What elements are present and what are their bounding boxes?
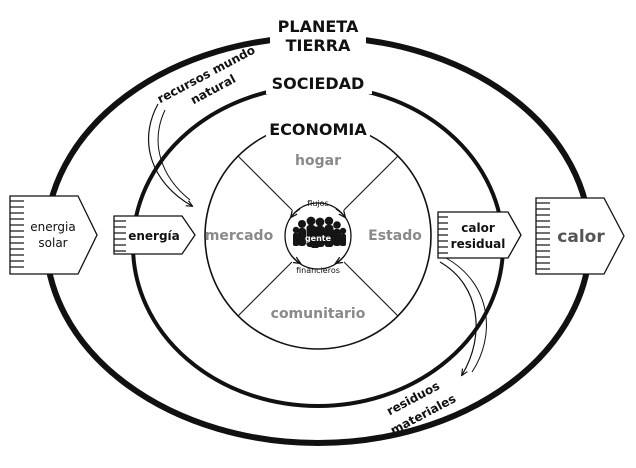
- society-label: SOCIEDAD: [272, 74, 365, 93]
- sector-comunitario: comunitario: [271, 306, 366, 322]
- energy-arrow: [113, 215, 196, 255]
- solar-energy-arrow: [9, 195, 98, 275]
- people-circle: [284, 202, 352, 270]
- resources-arrow: [147, 103, 192, 206]
- residual-heat-line1: calor: [461, 221, 495, 235]
- divider-ne: [343, 155, 399, 211]
- sector-estado: Estado: [368, 228, 422, 244]
- heat-arrow: [535, 197, 625, 275]
- flow-label-top: flujos: [307, 199, 328, 208]
- sector-mercado: mercado: [205, 228, 274, 244]
- people-silhouette-icon: [292, 216, 347, 248]
- center-label: gente: [305, 234, 332, 243]
- energy-label: energía: [128, 229, 180, 243]
- flow-label-bottom: financieros: [296, 266, 340, 275]
- solar-label-line2: solar: [38, 236, 67, 250]
- heat-label: calor: [557, 227, 605, 247]
- waste-arrow: [439, 261, 477, 375]
- residual-heat-arrow: [437, 211, 522, 259]
- solar-label-line1: energia: [30, 220, 75, 234]
- residual-heat-line2: residual: [451, 237, 506, 251]
- divider-sw: [237, 261, 293, 317]
- sector-hogar: hogar: [295, 153, 341, 169]
- planet-label-line2: TIERRA: [286, 36, 351, 55]
- divider-nw: [237, 155, 293, 211]
- economy-label: ECONOMIA: [269, 120, 367, 139]
- flow-arrows: [291, 208, 345, 263]
- divider-se: [343, 261, 399, 317]
- planet-label-line1: PLANETA: [278, 17, 359, 36]
